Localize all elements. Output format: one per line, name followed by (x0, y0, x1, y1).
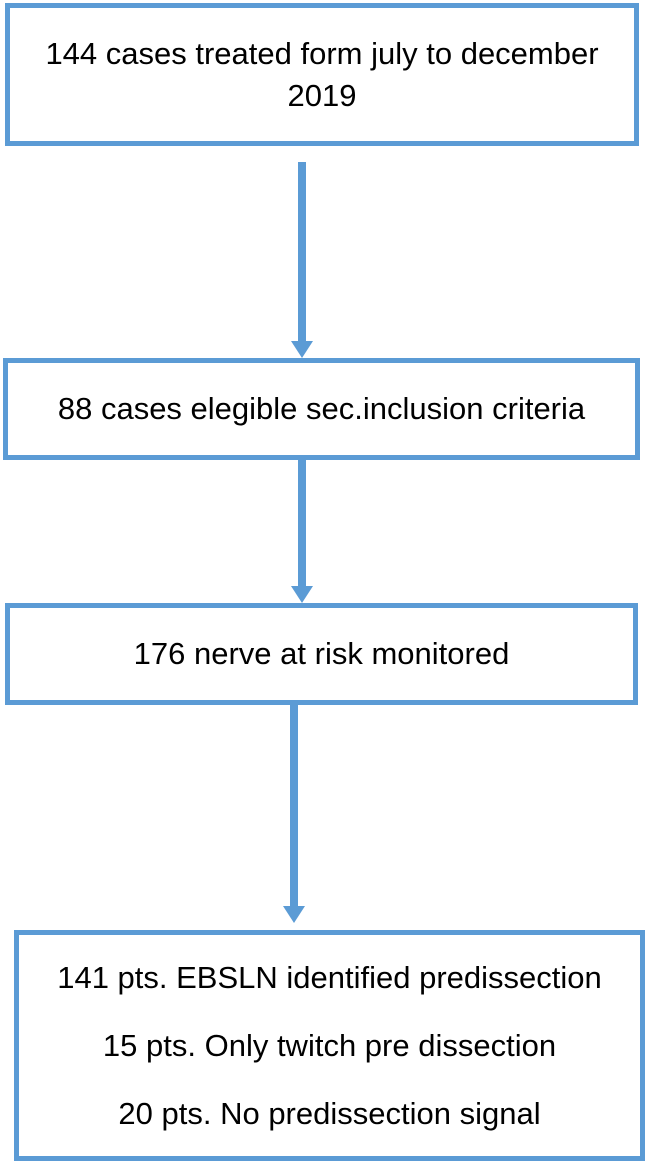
box-text-line: 88 cases elegible sec.inclusion criteria (57, 391, 586, 426)
arrow-shaft (290, 705, 298, 907)
flow-box-nerves-monitored: 176 nerve at risk monitored (5, 603, 638, 705)
flow-arrow-down-3 (283, 705, 305, 923)
box-text-line: 20 pts. No predissection signal (118, 1095, 541, 1131)
box-text-line: 141 pts. EBSLN identified predissection (57, 959, 602, 995)
arrow-head-icon (291, 586, 313, 603)
arrow-head-icon (291, 341, 313, 358)
flow-box-cases-treated: 144 cases treated form july to december … (5, 3, 639, 146)
box-text-line: 15 pts. Only twitch pre dissection (102, 1027, 557, 1063)
arrow-head-icon (283, 906, 305, 923)
flow-arrow-down-2 (291, 459, 313, 603)
box-text-line: 2019 (287, 77, 357, 113)
flow-arrow-down-1 (291, 162, 313, 358)
flow-box-cases-eligible: 88 cases elegible sec.inclusion criteria (3, 358, 640, 460)
flow-box-predissection-results: 141 pts. EBSLN identified predissection … (14, 930, 645, 1161)
arrow-shaft (298, 459, 306, 587)
box-text-line: 144 cases treated form july to december (45, 35, 599, 71)
arrow-shaft (298, 162, 306, 342)
box-text-line: 176 nerve at risk monitored (133, 636, 510, 671)
